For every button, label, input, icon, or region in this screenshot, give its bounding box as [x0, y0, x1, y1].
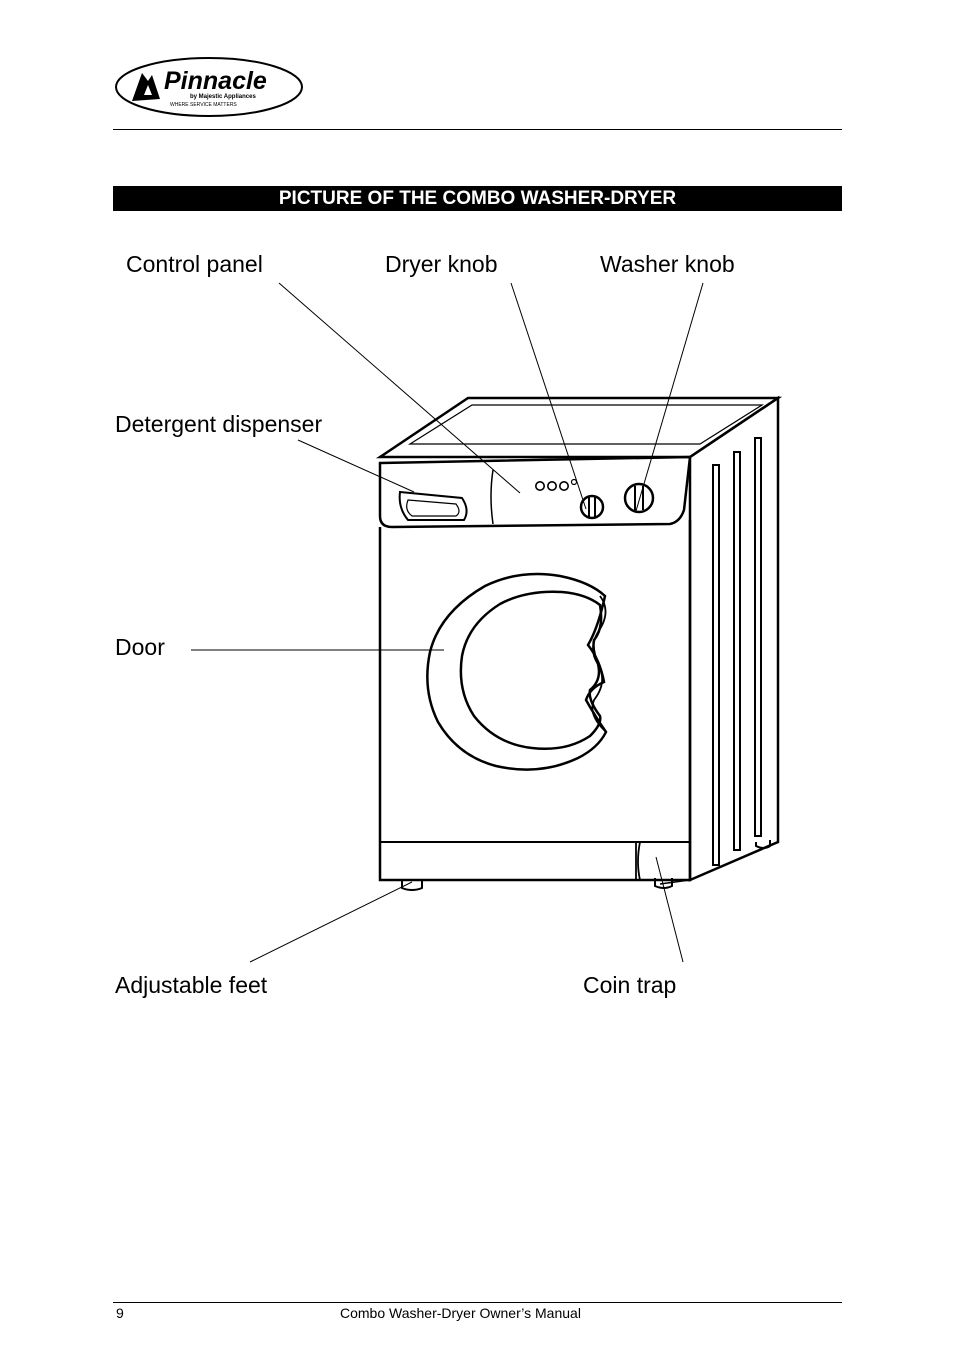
side-rib-1 — [712, 464, 720, 866]
leader-washer-knob — [635, 282, 704, 512]
leader-coin-trap — [655, 856, 684, 963]
dryer-knob — [579, 494, 605, 520]
label-dryer-knob: Dryer knob — [385, 251, 498, 277]
logo-brand-text: Pinnacle — [164, 67, 267, 95]
side-rib-3 — [754, 437, 762, 837]
pinnacle-logo: Pinnacle by Majestic Appliances WHERE SE… — [115, 57, 303, 117]
section-title: PICTURE OF THE COMBO WASHER-DRYER — [113, 186, 842, 211]
logo-subline-text: by Majestic Appliances — [190, 94, 256, 100]
rear-right-foot — [755, 840, 771, 849]
washer-knob — [623, 482, 655, 514]
leader-adjustable-feet — [249, 881, 413, 963]
top-inner-edge — [407, 404, 765, 445]
door-glass — [459, 590, 603, 750]
label-washer-knob: Washer knob — [600, 251, 735, 277]
door-hinge-edge — [591, 595, 607, 731]
program-button-2 — [546, 480, 557, 491]
leader-detergent-dispenser — [297, 439, 415, 493]
leader-dryer-knob — [510, 282, 587, 510]
detergent-drawer — [398, 490, 468, 521]
label-detergent-dispenser: Detergent dispenser — [115, 411, 323, 437]
coin-trap-panel — [652, 841, 691, 885]
program-button-1 — [534, 480, 545, 491]
dryer-knob-grip — [588, 497, 596, 517]
front-left-foot — [401, 880, 423, 891]
label-door: Door — [115, 634, 165, 660]
side-rib-2 — [733, 451, 741, 851]
leader-control-panel — [278, 282, 521, 494]
footer-rule — [113, 1302, 842, 1303]
page-number: 9 — [116, 1305, 124, 1321]
top-panel — [375, 396, 783, 459]
control-fascia — [378, 455, 692, 529]
indicator-light — [570, 478, 578, 486]
program-button-3 — [558, 480, 569, 491]
label-coin-trap: Coin trap — [583, 972, 677, 998]
label-adjustable-feet: Adjustable feet — [115, 972, 268, 998]
washer-knob-grip — [634, 486, 644, 510]
fascia-divider — [490, 469, 494, 525]
label-control-panel: Control panel — [126, 251, 263, 277]
front-panel — [378, 520, 692, 882]
manual-title: Combo Washer-Dryer Owner’s Manual — [340, 1305, 581, 1321]
header-rule — [113, 129, 842, 130]
detergent-drawer-handle — [406, 499, 460, 517]
coin-trap-cover — [635, 841, 641, 881]
door-outer — [426, 572, 608, 771]
logo-tagline-text: WHERE SERVICE MATTERS — [170, 102, 237, 108]
